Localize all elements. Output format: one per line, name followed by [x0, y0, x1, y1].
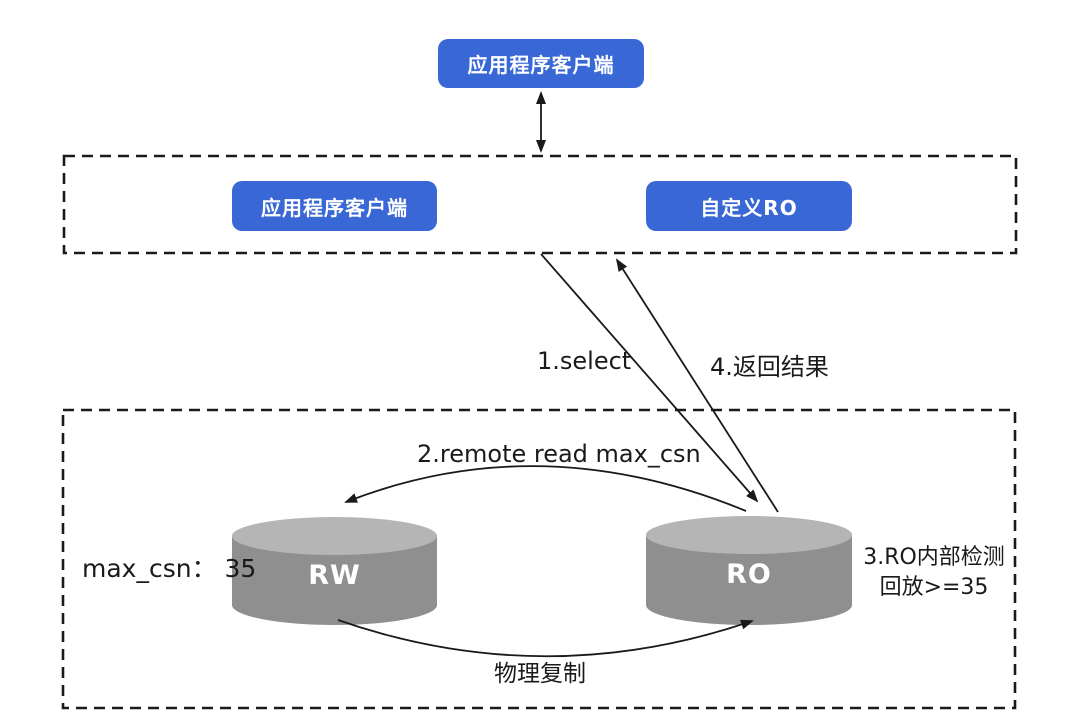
return-result-step-label: 4.返回结果: [710, 353, 829, 381]
custom-ro-node: 自定义RO: [646, 181, 852, 231]
ro-check-line2: 回放>=35: [879, 575, 989, 600]
rw-database-node: RW: [232, 517, 437, 625]
ro-database-node: RO: [646, 516, 852, 625]
max-csn-value-label: max_csn： 35: [82, 554, 257, 583]
physical-replication-arrow: [337, 619, 754, 658]
select-step-label: 1.select: [537, 347, 632, 375]
remote-read-step-label: 2.remote read max_csn: [417, 440, 701, 468]
ro-check-step-label: 3.RO内部检测 回放>=35: [850, 543, 1018, 603]
custom-ro-label: 自定义RO: [700, 195, 798, 220]
remote-read-arrow: [344, 465, 747, 512]
rw-label: RW: [308, 559, 361, 591]
app-client-top-node: 应用程序客户端: [438, 39, 644, 88]
client-layer-boundary: [62, 154, 1018, 255]
app-client-top-label: 应用程序客户端: [467, 53, 615, 77]
proxy-app-client-node: 应用程序客户端: [232, 181, 437, 231]
ro-label: RO: [726, 559, 772, 590]
physical-replication-label: 物理复制: [494, 661, 586, 687]
proxy-app-client-label: 应用程序客户端: [261, 195, 408, 220]
ro-check-line1: 3.RO内部检测: [863, 545, 1005, 570]
return-result-arrow: [615, 258, 779, 513]
